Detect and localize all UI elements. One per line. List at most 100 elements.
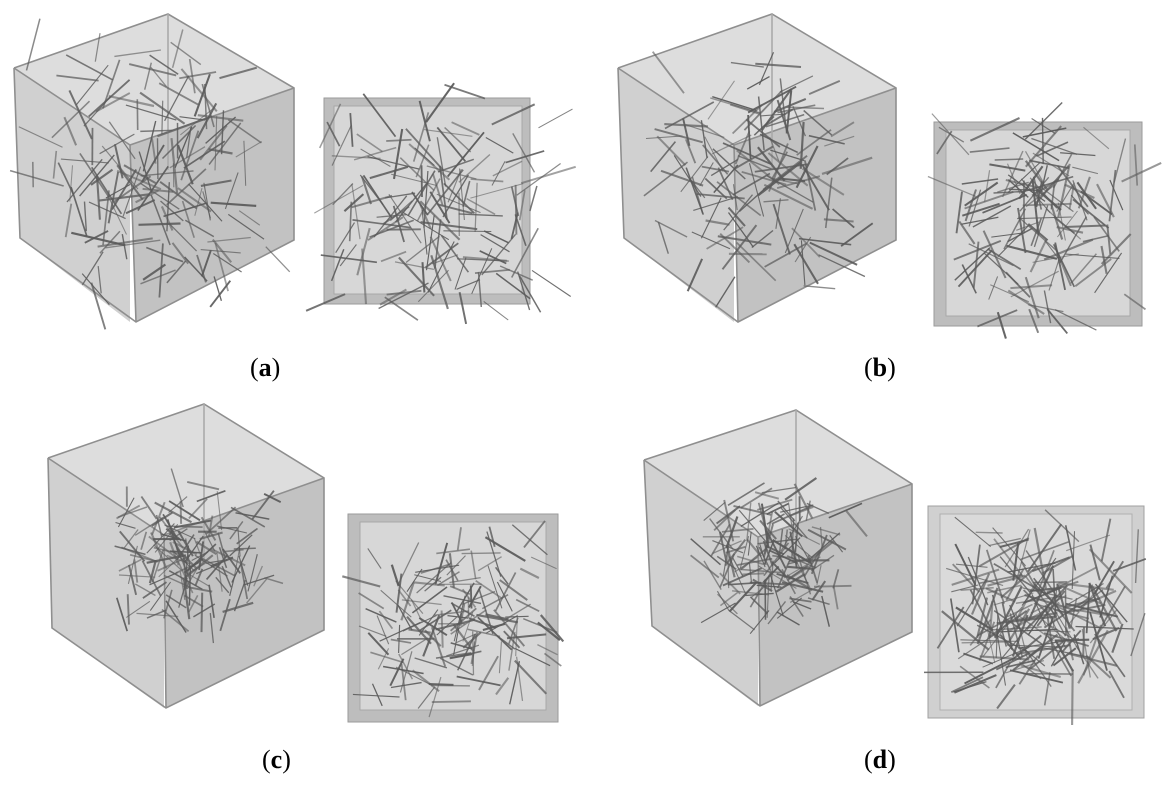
fiber xyxy=(454,257,467,290)
fiber xyxy=(690,538,721,566)
fiber xyxy=(1044,605,1056,659)
fiber xyxy=(957,249,993,288)
fiber xyxy=(1040,186,1074,213)
fiber xyxy=(685,138,697,164)
fiber xyxy=(474,268,510,274)
fiber xyxy=(968,189,982,227)
fiber xyxy=(803,550,821,578)
fiber xyxy=(386,289,422,296)
fiber xyxy=(783,556,821,579)
fiber xyxy=(518,275,542,313)
fiber xyxy=(1007,603,1033,618)
fiber xyxy=(461,588,477,608)
fiber xyxy=(779,75,814,93)
fiber xyxy=(208,122,242,165)
fiber xyxy=(181,200,195,239)
fiber xyxy=(115,521,136,529)
fiber xyxy=(240,564,249,600)
fiber xyxy=(650,141,677,173)
fiber xyxy=(761,88,793,131)
fiber xyxy=(424,629,442,647)
fiber xyxy=(514,184,518,235)
fiber xyxy=(1010,284,1053,290)
fiber xyxy=(775,198,782,229)
fiber xyxy=(727,581,762,586)
fiber xyxy=(365,608,397,623)
fiber xyxy=(832,208,855,229)
fiber xyxy=(784,529,789,550)
fiber xyxy=(425,82,455,123)
fiber xyxy=(1072,198,1110,229)
panel-a-square-view xyxy=(305,82,576,325)
fiber xyxy=(719,591,739,607)
fiber xyxy=(151,511,173,527)
fiber xyxy=(401,637,429,656)
fiber xyxy=(244,574,275,586)
fiber xyxy=(1033,577,1064,616)
fiber xyxy=(420,563,450,574)
fiber xyxy=(150,194,171,246)
fiber xyxy=(1085,583,1091,634)
fiber xyxy=(806,502,830,515)
fiber xyxy=(362,93,397,138)
fiber xyxy=(470,550,477,580)
fiber xyxy=(969,619,992,646)
fiber xyxy=(81,273,110,306)
fiber xyxy=(320,254,378,264)
fiber xyxy=(798,237,852,246)
fiber xyxy=(1004,528,1030,568)
fiber xyxy=(530,556,557,570)
fiber xyxy=(1133,144,1139,186)
fiber xyxy=(706,226,744,250)
fiber xyxy=(1015,582,1037,622)
fiber xyxy=(691,231,731,250)
fiber xyxy=(1006,244,1058,260)
fiber xyxy=(736,149,780,186)
fiber xyxy=(97,266,102,294)
fiber xyxy=(426,169,464,216)
fiber xyxy=(712,148,746,180)
fiber xyxy=(1029,639,1066,670)
fiber xyxy=(1050,638,1068,667)
fiber xyxy=(1109,179,1124,211)
fiber xyxy=(412,112,430,162)
fiber xyxy=(792,106,806,137)
fiber xyxy=(746,76,770,90)
fiber xyxy=(1093,216,1120,252)
fiber xyxy=(529,185,538,212)
fiber xyxy=(238,555,249,586)
fiber xyxy=(845,510,868,538)
fiber xyxy=(94,33,101,62)
fiber xyxy=(388,193,422,244)
fiber xyxy=(703,501,726,522)
fiber xyxy=(514,647,551,667)
fiber xyxy=(809,241,858,266)
fiber xyxy=(755,545,766,568)
fiber xyxy=(330,248,345,282)
fiber xyxy=(179,501,183,524)
fiber xyxy=(1032,152,1070,177)
panel-c-cube-view xyxy=(47,403,325,709)
fiber xyxy=(477,272,483,308)
fiber xyxy=(233,547,256,550)
fiber xyxy=(188,498,208,520)
fiber xyxy=(999,538,1029,548)
fiber xyxy=(1064,582,1104,607)
fiber xyxy=(384,192,416,199)
fiber xyxy=(140,129,173,133)
fiber xyxy=(717,167,734,201)
fiber xyxy=(437,158,475,173)
fiber xyxy=(305,293,346,312)
fiber xyxy=(215,576,230,594)
fiber xyxy=(654,219,688,238)
fiber xyxy=(116,164,144,201)
fiber xyxy=(1025,184,1055,208)
fiber xyxy=(757,565,797,589)
fiber xyxy=(755,62,802,69)
fiber xyxy=(51,100,91,139)
fiber xyxy=(65,54,114,81)
fiber xyxy=(537,643,558,656)
fiber xyxy=(121,233,128,260)
fiber xyxy=(1041,117,1044,165)
fiber xyxy=(1070,253,1097,284)
